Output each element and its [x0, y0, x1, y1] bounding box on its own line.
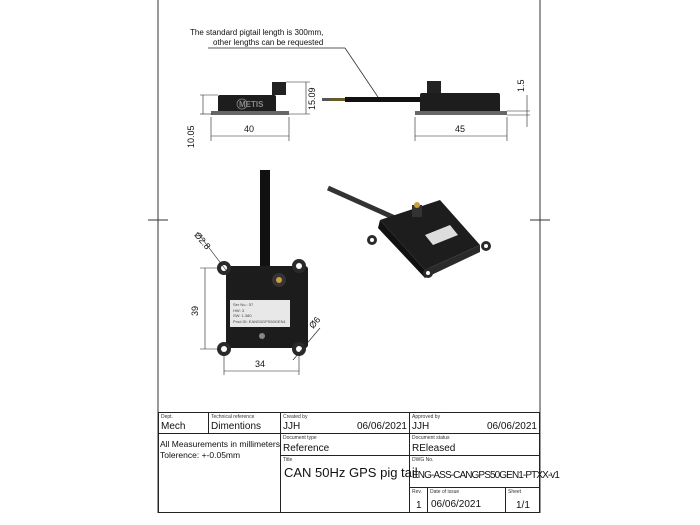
notes-units: All Measurements in millimeters [160, 439, 280, 449]
dim-side-height: 10.05 [186, 125, 196, 148]
doc-type-label: Document type [283, 435, 317, 441]
dwg-no-value: ENG-ASS-CANGPS50GEN1-PTXX-v1 [412, 470, 560, 481]
rev-label: Rev. [412, 489, 422, 495]
issue-date-cell: Date of issue 06/06/2021 [427, 487, 506, 513]
dwg-no-label: DWG No. [412, 457, 434, 463]
rev-cell: Rev. 1 [409, 487, 428, 513]
tech-ref-cell: Technical reference Dimentions [208, 412, 281, 434]
side-view-right [415, 81, 507, 115]
front-view [217, 170, 308, 356]
approved-by: JJH [412, 421, 430, 432]
rev-value: 1 [416, 500, 422, 511]
dept-cell: Dept. Mech [158, 412, 209, 434]
dwg-no-cell: DWG No. ENG-ASS-CANGPS50GEN1-PTXX-v1 [409, 455, 560, 488]
notes-cell: All Measurements in millimeters Tolerenc… [158, 433, 281, 513]
issue-date-value: 06/06/2021 [431, 499, 482, 510]
doc-status-label: Document status [412, 435, 450, 441]
annotation-leader [208, 47, 381, 101]
approved-cell: Approved by JJH 06/06/2021 [409, 412, 540, 434]
created-cell: Created by JJH 06/06/2021 [280, 412, 410, 434]
sheet-cell: Sheet 1/1 [505, 487, 540, 513]
dim-front-height: 39 [190, 305, 200, 316]
dim-side-width-left: 40 [244, 124, 255, 134]
created-date: 06/06/2021 [356, 421, 407, 432]
label-serial: Ser No.: 57 [233, 302, 254, 307]
sheet-label: Sheet [508, 489, 522, 495]
front-dimension-lines [196, 231, 321, 375]
label-hw: HW: 3 [233, 307, 245, 313]
side-view-left: METIS [211, 82, 289, 115]
doc-type-cell: Document type Reference [280, 433, 410, 456]
pigtail-cable [322, 97, 425, 102]
svg-text:METIS: METIS [239, 100, 264, 109]
dim-side-total-height: 15.09 [307, 87, 317, 110]
device-label: Ser No.: 57 HW: 3 SW: 1.380 Prod ID: EAN… [233, 302, 286, 324]
notes-tolerance: Tolerence: +-0.05mm [160, 450, 241, 460]
approved-date: 06/06/2021 [486, 421, 537, 432]
created-by: JJH [283, 421, 301, 432]
dim-base-thickness: 1.5 [516, 79, 526, 92]
pigtail-note-line1: The standard pigtail length is 300mm, [190, 28, 324, 37]
pigtail-note-line2: other lengths can be requested [213, 38, 324, 47]
dimension-lines [200, 81, 530, 141]
dept-value: Mech [161, 421, 186, 432]
doc-status-cell: Document status REleased [409, 433, 540, 456]
doc-status-value: REleased [412, 443, 456, 454]
label-prod-id: Prod ID: EANS3GPS50GEN1 [233, 318, 286, 324]
issue-date-label: Date of issue [430, 489, 460, 495]
sheet-value: 1/1 [516, 500, 530, 511]
isometric-view [326, 185, 491, 278]
tech-ref-value: Dimentions [211, 421, 262, 432]
drawing-title: CAN 50Hz GPS pig tail [284, 465, 418, 480]
dim-front-width: 34 [255, 359, 266, 369]
dept-label: Dept. [161, 414, 173, 420]
label-sw: SW: 1.380 [233, 313, 252, 318]
doc-type-value: Reference [283, 443, 330, 454]
tech-ref-label: Technical reference [211, 414, 255, 420]
title-cell: Title CAN 50Hz GPS pig tail [280, 455, 418, 513]
approved-label: Approved by [412, 414, 441, 420]
dim-side-width-right: 45 [455, 124, 466, 134]
created-label: Created by [283, 414, 308, 420]
title-label: Title [283, 457, 293, 463]
